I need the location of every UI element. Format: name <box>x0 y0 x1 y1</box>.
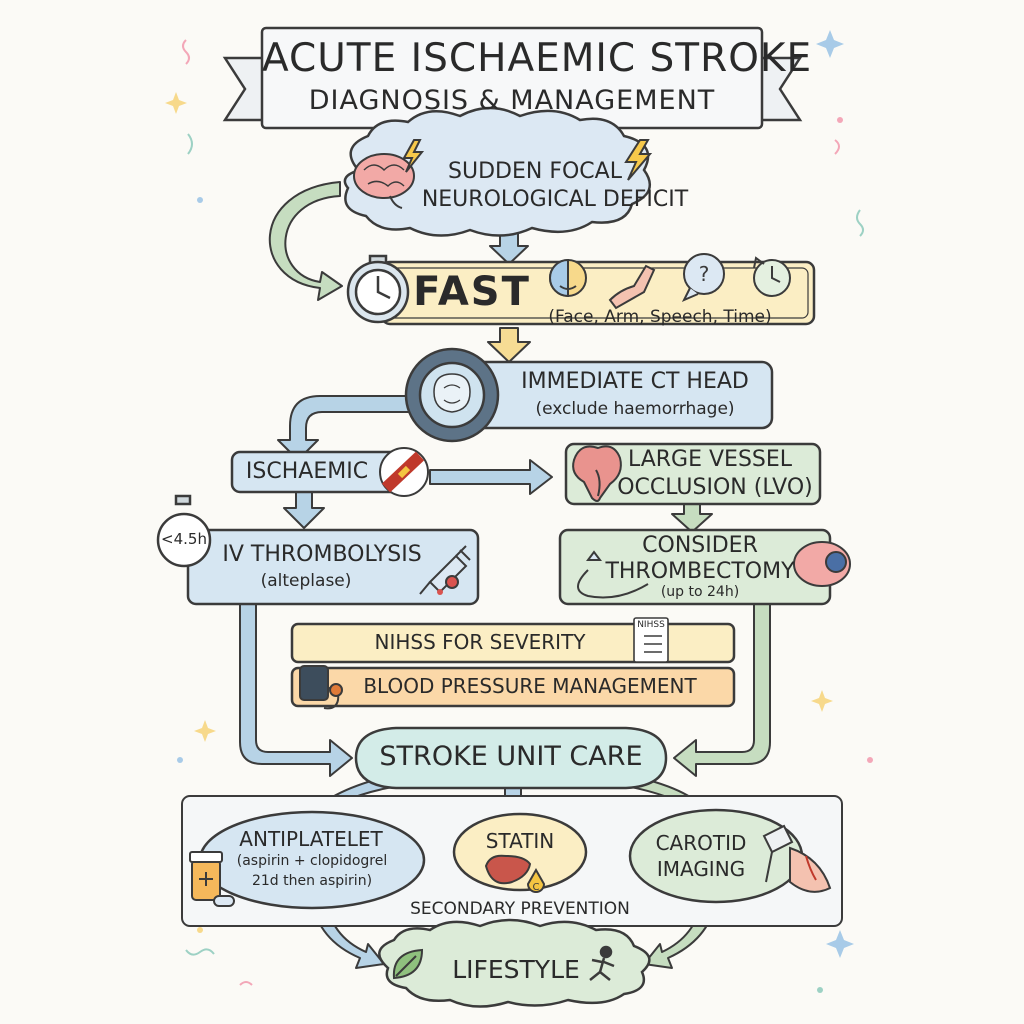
catheter-icon <box>577 550 649 599</box>
brain-icon <box>353 153 415 209</box>
lvo-line-2: OCCLUSION (LVO) <box>617 475 813 500</box>
nihss-icon-text: NIHSS <box>637 620 665 630</box>
deficit-line-1: SUDDEN FOCAL <box>448 159 622 184</box>
timer-icon <box>156 494 212 568</box>
svg-text:C: C <box>533 882 540 893</box>
clock-cycle-icon <box>753 256 791 297</box>
face-icon <box>549 258 587 298</box>
lightning-icon <box>402 139 653 181</box>
svg-text:?: ? <box>699 262 710 286</box>
runner-icon <box>589 945 615 981</box>
thrombectomy-line-2: THROMBECTOMY <box>605 559 795 584</box>
pill-bottle-icon <box>189 851 235 907</box>
title-line-2: DIAGNOSIS & MANAGEMENT <box>308 85 716 116</box>
timer-label: <4.5h <box>161 530 207 548</box>
decorative-confetti <box>165 30 873 993</box>
lvo-line-1: LARGE VESSEL <box>627 447 793 472</box>
deficit-line-2: NEUROLOGICAL DEFICIT <box>421 187 689 212</box>
liver-icon: C <box>484 854 546 893</box>
vessel-clot-icon <box>379 447 429 497</box>
stopwatch-icon <box>346 254 410 324</box>
carotid-line-1: CAROTID <box>655 831 747 855</box>
ct-scanner-icon <box>404 347 500 443</box>
secondary-prevention-label: SECONDARY PREVENTION <box>410 899 630 919</box>
nihss-label: NIHSS FOR SEVERITY <box>374 630 586 654</box>
fast-label: FAST <box>413 269 531 315</box>
blood-pressure-cuff-icon <box>299 665 343 710</box>
title-banner <box>222 26 803 130</box>
lifestyle-label: LIFESTYLE <box>452 955 580 984</box>
ultrasound-probe-icon <box>762 824 832 893</box>
ischaemic-label: ISCHAEMIC <box>245 459 369 484</box>
title-line-1: ACUTE ISCHAEMIC STROKE <box>262 36 813 81</box>
thrombectomy-line-1: CONSIDER <box>642 533 758 558</box>
carotid-line-2: IMAGING <box>656 857 746 881</box>
bp-label: BLOOD PRESSURE MANAGEMENT <box>363 674 697 698</box>
arm-icon <box>608 264 656 310</box>
syringe-icon <box>419 545 471 595</box>
leaf-icon <box>392 948 424 980</box>
vessel-heart-icon <box>572 445 622 502</box>
nihss-scale-icon <box>633 617 669 663</box>
thrombolysis-line-1: IV THROMBOLYSIS <box>222 542 422 567</box>
fast-subtitle: (Face, Arm, Speech, Time) <box>548 307 772 327</box>
speech-bubble-icon: ? <box>681 253 725 302</box>
ct-line-1: IMMEDIATE CT HEAD <box>521 369 749 394</box>
antiplatelet-line-1: ANTIPLATELET <box>239 827 383 851</box>
thrombectomy-line-3: (up to 24h) <box>660 584 740 600</box>
ct-line-2: (exclude haemorrhage) <box>535 399 735 419</box>
stroke-unit-label: STROKE UNIT CARE <box>379 741 643 772</box>
thrombolysis-line-2: (alteplase) <box>260 571 352 591</box>
antiplatelet-line-3: 21d then aspirin) <box>251 873 373 889</box>
antiplatelet-line-2: (aspirin + clopidogrel <box>236 853 388 869</box>
statin-label: STATIN <box>485 829 555 853</box>
brain-clot-icon <box>793 541 851 587</box>
